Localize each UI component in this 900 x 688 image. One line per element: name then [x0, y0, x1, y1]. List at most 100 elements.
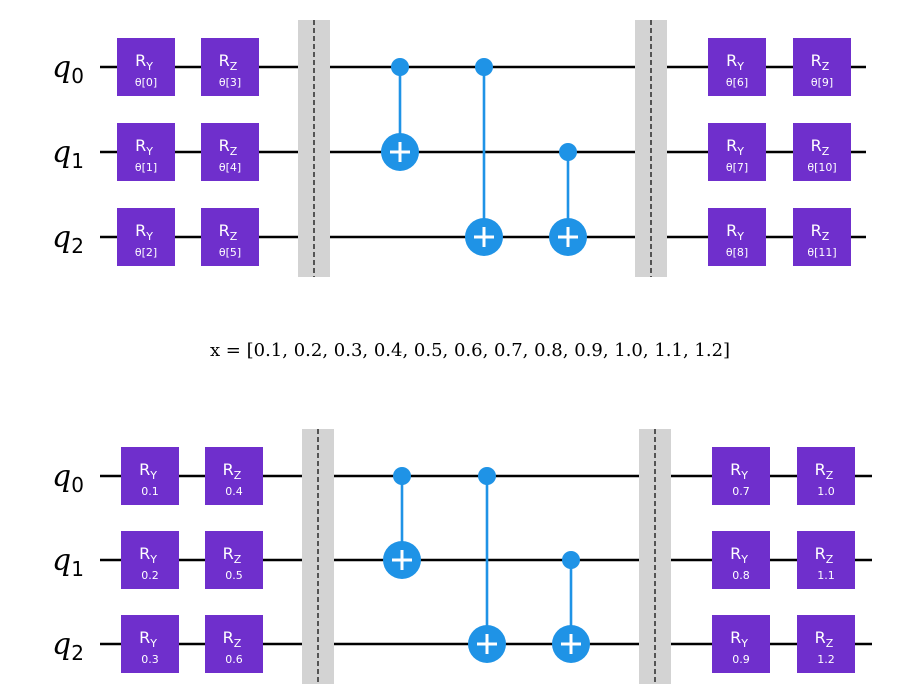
gate-ry: RY θ[0] [117, 38, 175, 96]
gate-ry: RY0.9 [712, 615, 770, 673]
gate-ry: RY θ[8] [708, 208, 766, 266]
gate-box [205, 615, 263, 673]
gate-parameter: θ[4] [219, 161, 241, 174]
gate-ry: RY θ[2] [117, 208, 175, 266]
gate-rz: RZ 1.0 [797, 447, 855, 505]
gate-parameter: 0.3 [141, 653, 159, 666]
qubit-label: q1 [52, 543, 84, 581]
gate-parameter: 0.7 [732, 485, 750, 498]
gate-label: RZ [223, 628, 242, 650]
gate-parameter: 1.2 [817, 653, 835, 666]
gate-rz: RZ 1.1 [797, 531, 855, 589]
qubit-label: q2 [52, 220, 84, 258]
gate-label: RZ [811, 136, 830, 158]
gate-label: RZ [815, 628, 834, 650]
gate-parameter: θ[3] [219, 76, 241, 89]
gate-box [205, 447, 263, 505]
cnot-control-dot [562, 551, 580, 569]
gate-box [793, 123, 851, 181]
gate-parameter: 0.5 [225, 569, 243, 582]
gate-label: RY [135, 136, 153, 158]
gate-parameter: θ[2] [135, 246, 157, 259]
gate-rz: RZθ[11] [793, 208, 851, 266]
cnot-gate [552, 551, 590, 663]
gate-label: RZ [219, 51, 238, 73]
barrier [639, 429, 671, 684]
gate-label: RY [135, 221, 153, 243]
gate-box [117, 123, 175, 181]
gate-ry: RYθ[6] [708, 38, 766, 96]
gate-label: RY [726, 51, 744, 73]
gate-label: RZ [815, 460, 834, 482]
gate-rz: RZ θ[5] [201, 208, 259, 266]
cnot-gate [549, 143, 587, 256]
bound-circuit: q0q1q2RY0.1RZ0.4RY0.2RZ0.5RY0.3RZ0.6RY0.… [52, 429, 872, 684]
gate-rz: RZθ[9] [793, 38, 851, 96]
gate-label: RZ [223, 460, 242, 482]
gate-box [797, 531, 855, 589]
gate-rz: RZ θ[4] [201, 123, 259, 181]
gate-parameter: 0.6 [225, 653, 243, 666]
parameterized-circuit: q0q1q2RYθ[0]RZθ[3]RYθ[1]RZθ[4]RYθ[2]RZθ[… [52, 20, 866, 277]
barrier [298, 20, 330, 277]
gate-box [712, 615, 770, 673]
gate-box [201, 123, 259, 181]
gate-box [708, 208, 766, 266]
gate-box [121, 531, 179, 589]
gate-label: RY [135, 51, 153, 73]
cnot-control-dot [391, 58, 409, 76]
gate-parameter: θ[5] [219, 246, 241, 259]
gate-label: RZ [811, 221, 830, 243]
gate-rz: RZ 0.6 [205, 615, 263, 673]
gate-label: RZ [219, 221, 238, 243]
gate-parameter: 0.9 [732, 653, 750, 666]
gate-label: RZ [219, 136, 238, 158]
gate-box [793, 208, 851, 266]
gate-ry: RY θ[7] [708, 123, 766, 181]
gate-box [708, 123, 766, 181]
gate-ry: RY 0.1 [121, 447, 179, 505]
cnot-gate [468, 467, 506, 663]
qubit-label: q2 [52, 627, 84, 665]
gate-box [797, 447, 855, 505]
gate-ry: RY θ[1] [117, 123, 175, 181]
gate-box [117, 38, 175, 96]
gate-parameter: θ[0] [135, 76, 157, 89]
gate-box [708, 38, 766, 96]
cnot-control-dot [393, 467, 411, 485]
gate-ry: RY0.2 [121, 531, 179, 589]
gate-rz: RZ 1.2 [797, 615, 855, 673]
gate-parameter: θ[7] [726, 161, 748, 174]
gate-parameter: 1.1 [817, 569, 835, 582]
cnot-control-dot [559, 143, 577, 161]
gate-label: RY [730, 460, 748, 482]
gate-parameter: 1.0 [817, 485, 835, 498]
gate-box [201, 38, 259, 96]
gate-parameter: θ[8] [726, 246, 748, 259]
qubit-label: q0 [52, 459, 84, 497]
gate-parameter: 0.1 [141, 485, 159, 498]
gate-box [797, 615, 855, 673]
gate-ry: RY0.8 [712, 531, 770, 589]
gate-box [121, 615, 179, 673]
gate-label: RZ [811, 51, 830, 73]
qubit-label: q1 [52, 135, 84, 173]
gate-label: RY [726, 221, 744, 243]
gate-box [205, 531, 263, 589]
gate-rz: RZ0.4 [205, 447, 263, 505]
gate-box [117, 208, 175, 266]
gate-box [201, 208, 259, 266]
gate-label: RY [139, 628, 157, 650]
parameter-vector-caption: x = [0.1, 0.2, 0.3, 0.4, 0.5, 0.6, 0.7, … [210, 340, 730, 361]
barrier [635, 20, 667, 277]
gate-rz: RZ0.5 [205, 531, 263, 589]
cnot-gate [465, 58, 503, 256]
gate-label: RY [139, 460, 157, 482]
cnot-control-dot [475, 58, 493, 76]
gate-parameter: θ[1] [135, 161, 157, 174]
gate-box [712, 447, 770, 505]
gate-ry: RY 0.3 [121, 615, 179, 673]
gate-label: RZ [815, 544, 834, 566]
gate-label: RY [726, 136, 744, 158]
